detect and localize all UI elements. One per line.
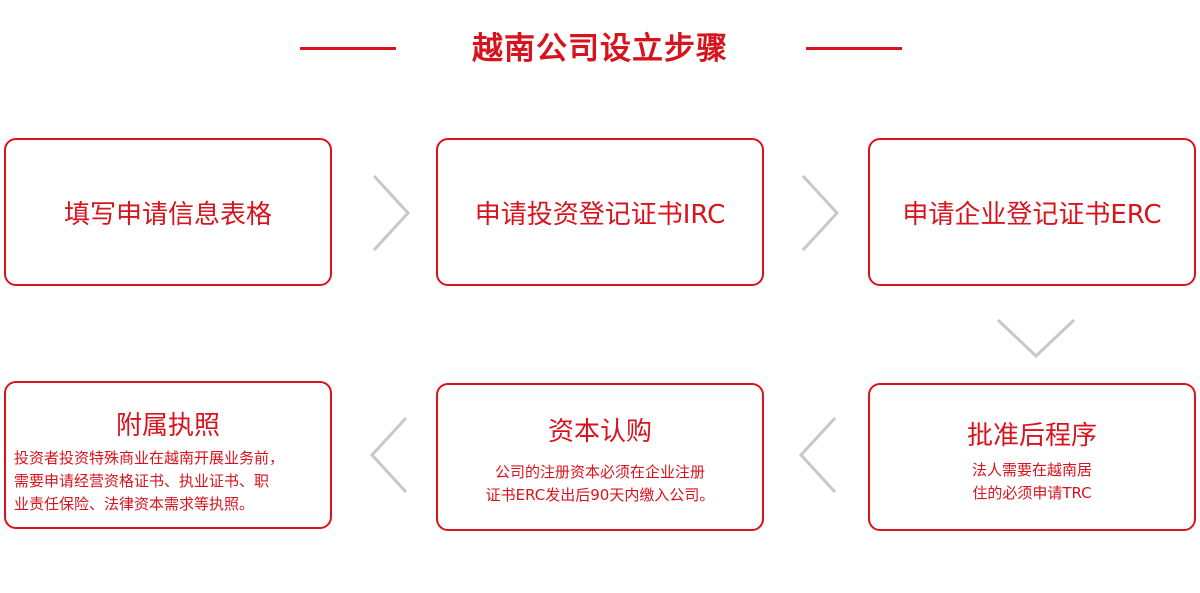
step-4-desc: 法人需要在越南居 住的必须申请TRC xyxy=(870,459,1194,505)
arrow-left-icon xyxy=(798,416,837,494)
arrow-right-icon xyxy=(372,174,411,252)
step-1-box: 填写申请信息表格 xyxy=(4,138,332,286)
step-6-desc-line: 业责任保险、法律资本需求等执照。 xyxy=(14,495,255,513)
step-4-label: 批准后程序 xyxy=(966,421,1097,451)
step-3-label: 申请企业登记证书ERC xyxy=(902,199,1162,230)
step-5-desc-line: 证书ERC发出后90天内缴入公司。 xyxy=(485,486,715,504)
step-5-label: 资本认购 xyxy=(547,417,652,447)
step-6-desc-line: 投资者投资特殊商业在越南开展业务前， xyxy=(14,449,285,467)
step-6-desc-line: 需要申请经营资格证书、执业证书、职 xyxy=(14,472,270,490)
step-4-desc-line: 法人需要在越南居 xyxy=(971,461,1092,479)
step-2-label: 申请投资登记证书IRC xyxy=(474,199,726,230)
step-4-box: 批准后程序 法人需要在越南居 住的必须申请TRC xyxy=(868,383,1196,531)
step-1-label: 填写申请信息表格 xyxy=(63,199,272,230)
title-line-left xyxy=(300,47,396,50)
step-6-box: 附属执照 投资者投资特殊商业在越南开展业务前， 需要申请经营资格证书、执业证书、… xyxy=(4,381,332,529)
step-6-label: 附属执照 xyxy=(115,411,220,441)
step-5-desc-line: 公司的注册资本必须在企业注册 xyxy=(494,463,705,481)
arrow-right-icon xyxy=(801,174,840,252)
step-5-box: 资本认购 公司的注册资本必须在企业注册 证书ERC发出后90天内缴入公司。 xyxy=(436,383,764,531)
step-2-box: 申请投资登记证书IRC xyxy=(436,138,764,286)
step-3-box: 申请企业登记证书ERC xyxy=(868,138,1196,286)
arrow-left-icon xyxy=(369,416,408,494)
step-4-desc-line: 住的必须申请TRC xyxy=(972,484,1092,502)
arrow-down-icon xyxy=(996,318,1076,359)
step-6-desc: 投资者投资特殊商业在越南开展业务前， 需要申请经营资格证书、执业证书、职 业责任… xyxy=(14,447,330,516)
title-line-right xyxy=(806,47,902,50)
step-5-desc: 公司的注册资本必须在企业注册 证书ERC发出后90天内缴入公司。 xyxy=(438,461,762,507)
page-title: 越南公司设立步骤 xyxy=(472,31,728,67)
